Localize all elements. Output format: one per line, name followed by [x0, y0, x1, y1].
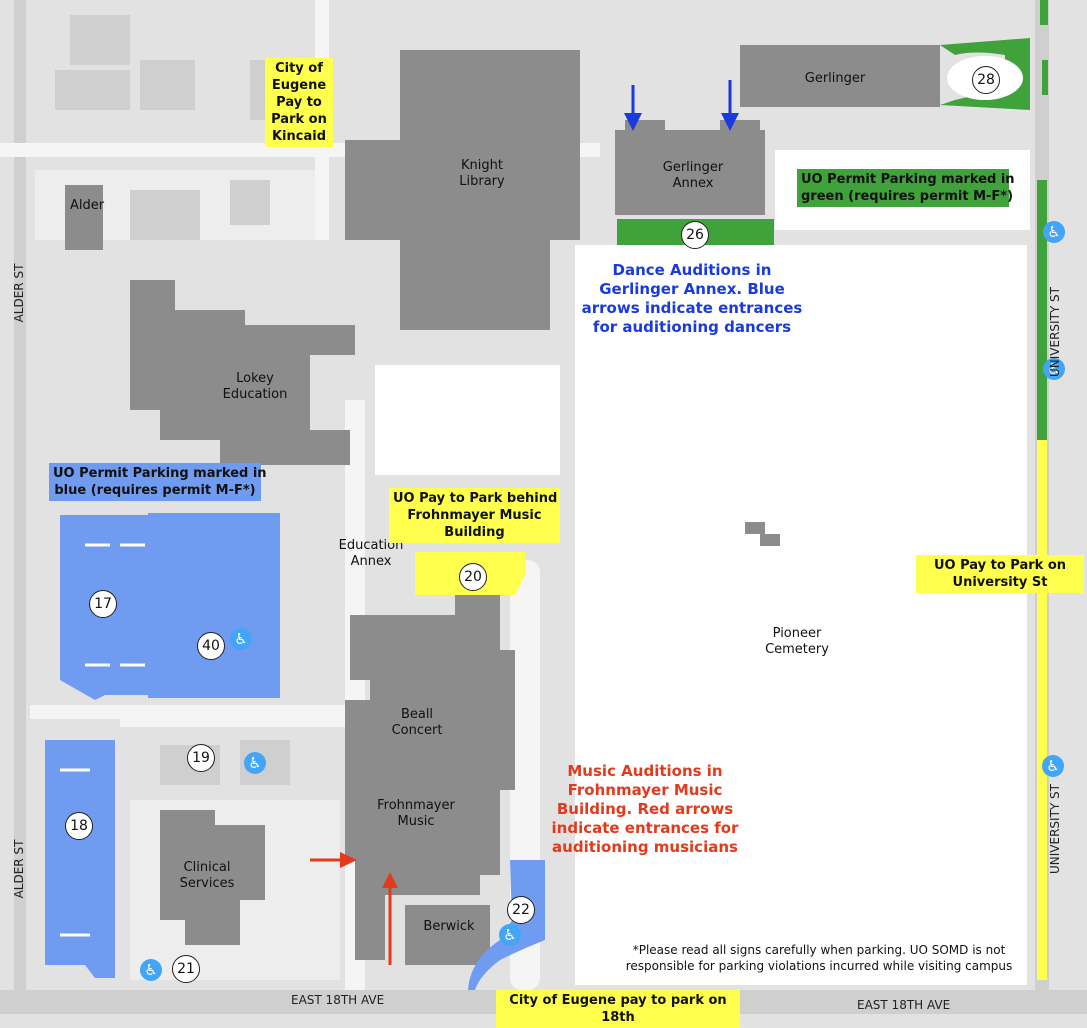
callout-uo-pay-frohnmayer: UO Pay to Park behind Frohnmayer Music B… — [389, 488, 560, 543]
lot-number-26[interactable]: 26 — [681, 221, 709, 249]
buildings-layer — [65, 45, 940, 965]
lot-number-19[interactable]: 19 — [187, 744, 215, 772]
callout-uo-blue-permit: UO Permit Parking marked in blue (requir… — [49, 463, 267, 501]
lot-number-18[interactable]: 18 — [65, 812, 93, 840]
music-auditions-note: Music Auditions in Frohnmayer Music Buil… — [551, 762, 739, 856]
lot-number-21[interactable]: 21 — [172, 955, 200, 983]
street-label-alder-top: ALDER ST — [12, 263, 26, 323]
building-label-education-annex: Education Annex — [338, 538, 404, 569]
building-label-gerlinger-annex: Gerlinger Annex — [662, 160, 724, 191]
callout-city-kincaid: City of Eugene Pay to Park on Kincaid — [265, 58, 333, 147]
building-label-clinical-services: Clinical Services — [179, 860, 235, 891]
blue-arrow-icon — [624, 113, 642, 131]
pioneer-cemetery-area — [575, 245, 1027, 985]
red-arrow-icon — [382, 872, 398, 888]
callout-uo-green-permit: UO Permit Parking marked in green (requi… — [797, 169, 1015, 207]
building-label-pioneer-cemetery: Pioneer Cemetery — [765, 626, 829, 657]
lot-number-22[interactable]: 22 — [507, 896, 535, 924]
parking-disclaimer: *Please read all signs carefully when pa… — [625, 943, 1013, 973]
lot-number-17[interactable]: 17 — [89, 590, 117, 618]
wheelchair-icon: ♿ — [244, 752, 266, 774]
music-entrance-arrows — [310, 852, 398, 965]
dance-auditions-note: Dance Auditions in Gerlinger Annex. Blue… — [581, 261, 803, 336]
building-label-alder: Alder — [69, 198, 105, 213]
building-label-frohnmayer-music: Frohnmayer Music — [377, 798, 455, 829]
wheelchair-icon: ♿ — [1042, 755, 1064, 777]
street-label-18th-right: EAST 18TH AVE — [857, 998, 951, 1012]
street-label-alder-bottom: ALDER ST — [12, 839, 26, 899]
building-label-beall-concert: Beall Concert — [391, 707, 443, 738]
callout-uo-pay-university: UO Pay to Park on University St — [916, 555, 1084, 593]
lot-number-28[interactable]: 28 — [972, 66, 1000, 94]
street-label-18th-left: EAST 18TH AVE — [291, 993, 385, 1007]
lot-number-20[interactable]: 20 — [459, 563, 487, 591]
lot-number-40[interactable]: 40 — [197, 632, 225, 660]
wheelchair-icon: ♿ — [140, 959, 162, 981]
building-label-lokey-education: Lokey Education — [222, 371, 288, 402]
alder-st-road — [14, 0, 26, 1000]
dance-entrance-arrows — [624, 80, 739, 131]
building-label-gerlinger: Gerlinger — [804, 71, 866, 86]
wheelchair-icon: ♿ — [1043, 221, 1065, 243]
callout-city-18th: City of Eugene pay to park on 18th — [496, 990, 740, 1028]
building-label-knight-library: Knight Library — [459, 158, 505, 189]
wheelchair-icon: ♿ — [230, 628, 252, 650]
red-arrow-icon — [340, 852, 357, 868]
blue-arrow-icon — [721, 113, 739, 131]
wheelchair-icon: ♿ — [499, 924, 521, 946]
street-label-university-top: UNIVERSITY ST — [1048, 287, 1062, 378]
wheelchair-icon: ♿ — [1043, 358, 1065, 380]
street-label-university-bottom: UNIVERSITY ST — [1048, 784, 1062, 875]
building-label-berwick: Berwick — [423, 919, 475, 934]
